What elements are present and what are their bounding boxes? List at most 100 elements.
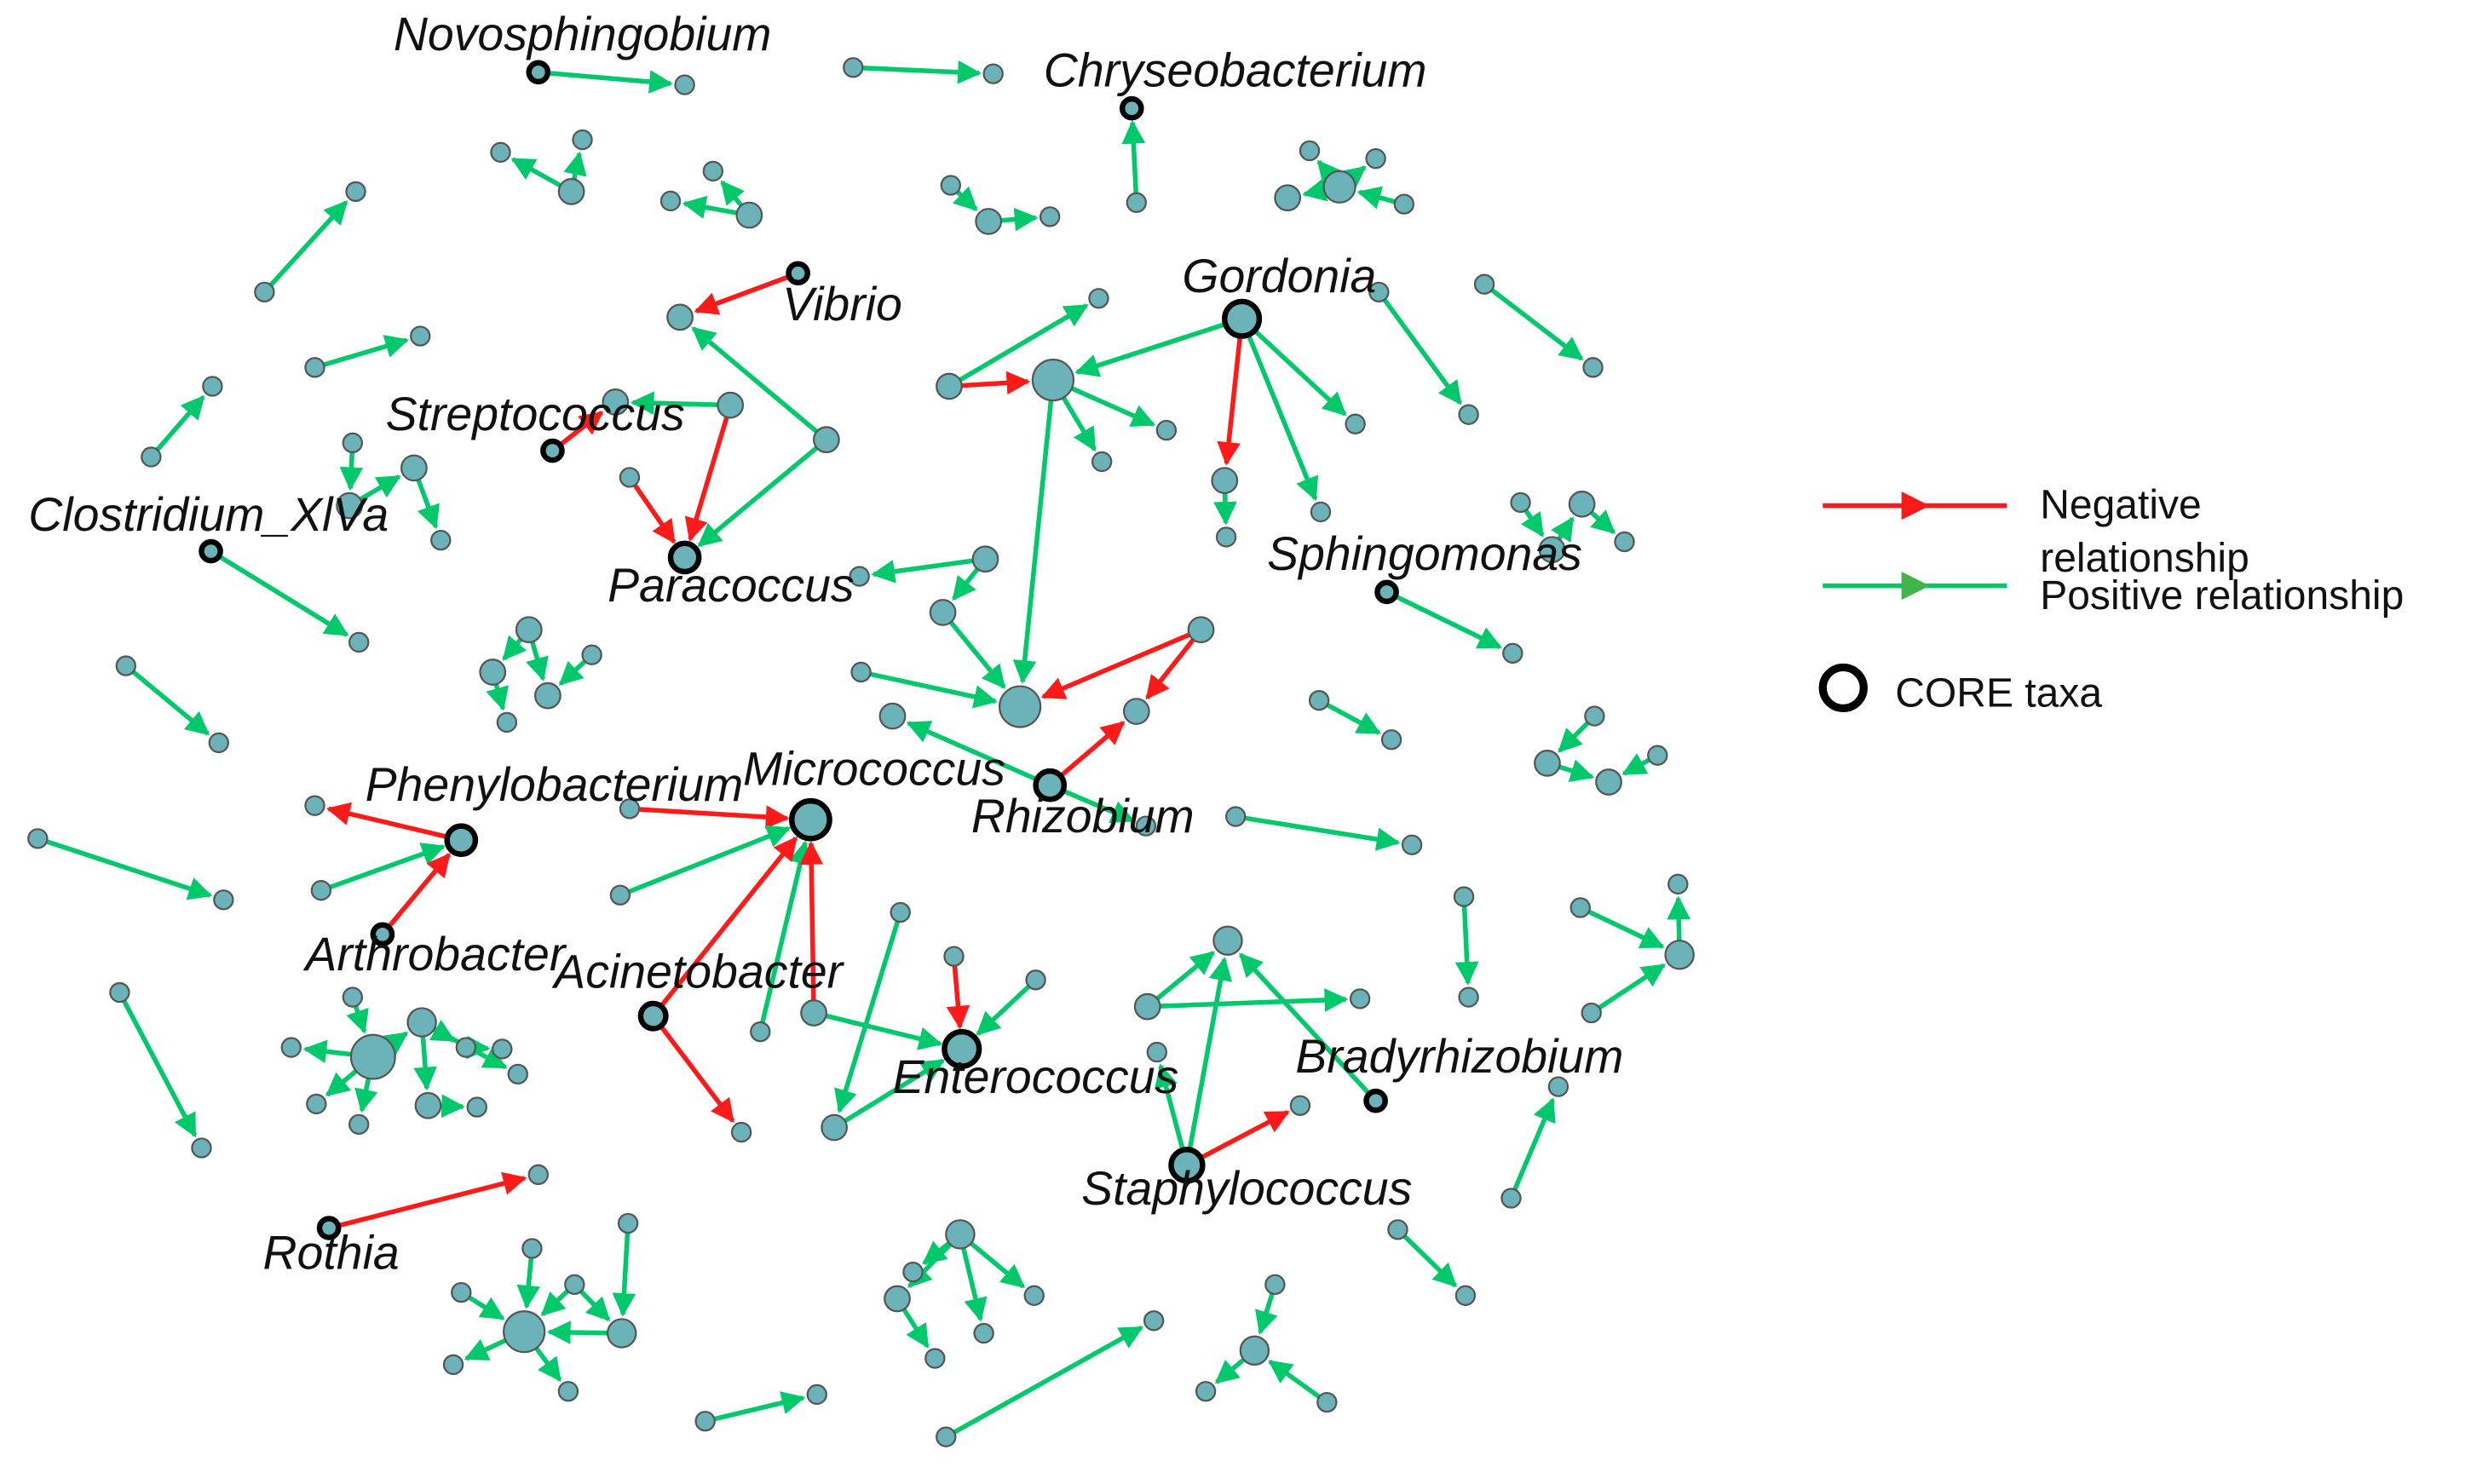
negative-edge-vib-f1 xyxy=(694,274,791,315)
taxon-node-c2 xyxy=(975,208,1003,235)
label-bradyrhizobium: Bradyrhizobium xyxy=(1295,1030,1623,1083)
taxon-node-g9 xyxy=(1310,501,1332,523)
taxon-node-b3 xyxy=(735,201,763,229)
positive-edge-da-dc xyxy=(1587,909,1665,949)
positive-edge-dd-dc xyxy=(1598,963,1666,1010)
positive-edge-a3-a2 xyxy=(563,151,587,181)
taxon-node-s5 xyxy=(878,702,907,730)
positive-edge-fc-fd xyxy=(382,1031,409,1055)
positive-edge-fe-ff xyxy=(466,1035,491,1060)
taxon-node-dd xyxy=(1581,1002,1602,1024)
positive-edge-b3-b2 xyxy=(682,195,738,219)
taxon-node-w4 xyxy=(800,999,827,1027)
taxon-node-k2 xyxy=(717,391,745,419)
taxon-node-y2 xyxy=(213,889,234,911)
label-layer: Novosphingobium Chryseobacterium Vibrio … xyxy=(28,8,1623,1279)
taxon-node-n3 xyxy=(982,63,1004,84)
positive-edge-sta-bd xyxy=(1155,1063,1185,1151)
taxon-node-n1 xyxy=(674,74,695,95)
taxon-node-ea xyxy=(109,981,130,1004)
taxon-node-p2 xyxy=(849,566,870,587)
negative-edge-str-k1 xyxy=(558,411,604,447)
core-taxon-node-mic xyxy=(789,797,832,842)
taxon-node-k1 xyxy=(602,388,630,416)
taxon-node-l4 xyxy=(430,529,452,551)
positive-edge-jc-je xyxy=(468,1295,505,1320)
positive-edge-l2-l3 xyxy=(359,475,401,502)
taxon-node-n4 xyxy=(1126,192,1148,213)
positive-edge-fj-fk xyxy=(441,1094,465,1119)
core-taxon-node-nov xyxy=(526,60,551,85)
taxon-node-j2 xyxy=(141,446,162,468)
positive-edge-e2-e1 xyxy=(268,200,348,287)
taxon-node-h1 xyxy=(1368,281,1390,303)
positive-edge-n4-chr xyxy=(1121,120,1146,193)
positive-edge-q3-q4 xyxy=(558,659,587,686)
taxon-node-q2 xyxy=(479,659,507,686)
negative-edge-rhi-s4 xyxy=(1059,721,1126,779)
taxon-node-s2 xyxy=(998,685,1042,728)
positive-edge-gor-g9 xyxy=(1246,333,1319,502)
negative-edge-w4-mic xyxy=(799,841,824,1001)
taxon-node-jf xyxy=(606,1318,637,1349)
positive-edge-g2-g1 xyxy=(959,303,1089,383)
taxon-node-z4 xyxy=(1025,969,1046,991)
positive-edge-v2-phe xyxy=(329,843,446,890)
taxon-node-dc xyxy=(1664,940,1695,970)
positive-edge-fa-fc xyxy=(346,1005,369,1034)
label-rhizobium: Rhizobium xyxy=(971,790,1195,843)
taxon-node-gb xyxy=(1500,1188,1522,1209)
positive-edge-jb-jf xyxy=(612,1232,636,1317)
taxon-node-fe xyxy=(455,1037,477,1058)
taxon-node-hc xyxy=(902,1261,924,1283)
taxon-node-s6 xyxy=(1135,815,1157,837)
positive-edge-p1-p2 xyxy=(871,558,974,584)
positive-edge-y1-y2 xyxy=(45,839,213,900)
positive-edge-ca-cb xyxy=(1454,906,1479,986)
positive-edge-a3-a1 xyxy=(510,157,562,188)
negative-edge-w1-mic xyxy=(638,805,790,829)
core-taxon-node-clo xyxy=(199,538,223,564)
positive-edge-ha-hd xyxy=(969,1241,1026,1289)
positive-edge-d4-d2 xyxy=(1340,165,1367,190)
positive-edge-jd-je xyxy=(540,1289,570,1317)
positive-edge-d5-d4 xyxy=(1356,186,1396,210)
taxon-node-m1 xyxy=(619,467,641,488)
positive-edge-u1-u3 xyxy=(1558,721,1590,753)
taxon-node-fc xyxy=(349,1033,396,1080)
taxon-node-d3 xyxy=(1274,184,1302,212)
positive-edge-d4-d1 xyxy=(1316,159,1342,186)
positive-edge-h3-h4 xyxy=(1490,288,1584,361)
taxon-node-ba xyxy=(1212,925,1243,956)
taxon-node-v2 xyxy=(310,880,332,901)
label-arthrobacter: Arthrobacter xyxy=(302,928,567,981)
taxon-node-g7 xyxy=(1211,467,1239,494)
negative-edge-aci-mic xyxy=(659,836,798,1008)
positive-edge-g7-g8 xyxy=(1213,492,1237,526)
negative-edge-g2-g3 xyxy=(961,371,1031,395)
taxon-node-ib xyxy=(1454,1285,1477,1306)
taxon-node-ca xyxy=(1453,886,1475,907)
taxon-node-hf xyxy=(973,1322,994,1344)
taxon-node-da xyxy=(1569,897,1591,918)
positive-edge-rhi-s5 xyxy=(906,721,1039,782)
taxon-node-w5 xyxy=(890,901,911,923)
taxon-node-h4 xyxy=(1582,357,1604,378)
label-paracoccus: Paracoccus xyxy=(608,559,855,612)
positive-edge-fc-fh xyxy=(325,1068,358,1097)
core-taxon-node-art xyxy=(370,922,395,947)
positive-edge-k3-par xyxy=(697,446,819,548)
taxon-node-z1 xyxy=(730,1121,752,1143)
taxon-node-db xyxy=(1667,873,1689,894)
taxon-node-s4 xyxy=(1122,698,1150,725)
taxon-node-hd xyxy=(1023,1285,1045,1306)
legend-positive-label: Positive relationship xyxy=(2040,573,2404,618)
taxon-node-bb xyxy=(1133,992,1161,1021)
taxon-node-jd xyxy=(564,1274,585,1296)
core-taxon-node-gor xyxy=(1222,298,1263,339)
taxon-node-eb xyxy=(191,1137,212,1159)
positive-edge-w3-mic xyxy=(760,840,812,1023)
taxon-node-z3 xyxy=(943,946,965,967)
taxon-node-cb xyxy=(1458,986,1479,1008)
